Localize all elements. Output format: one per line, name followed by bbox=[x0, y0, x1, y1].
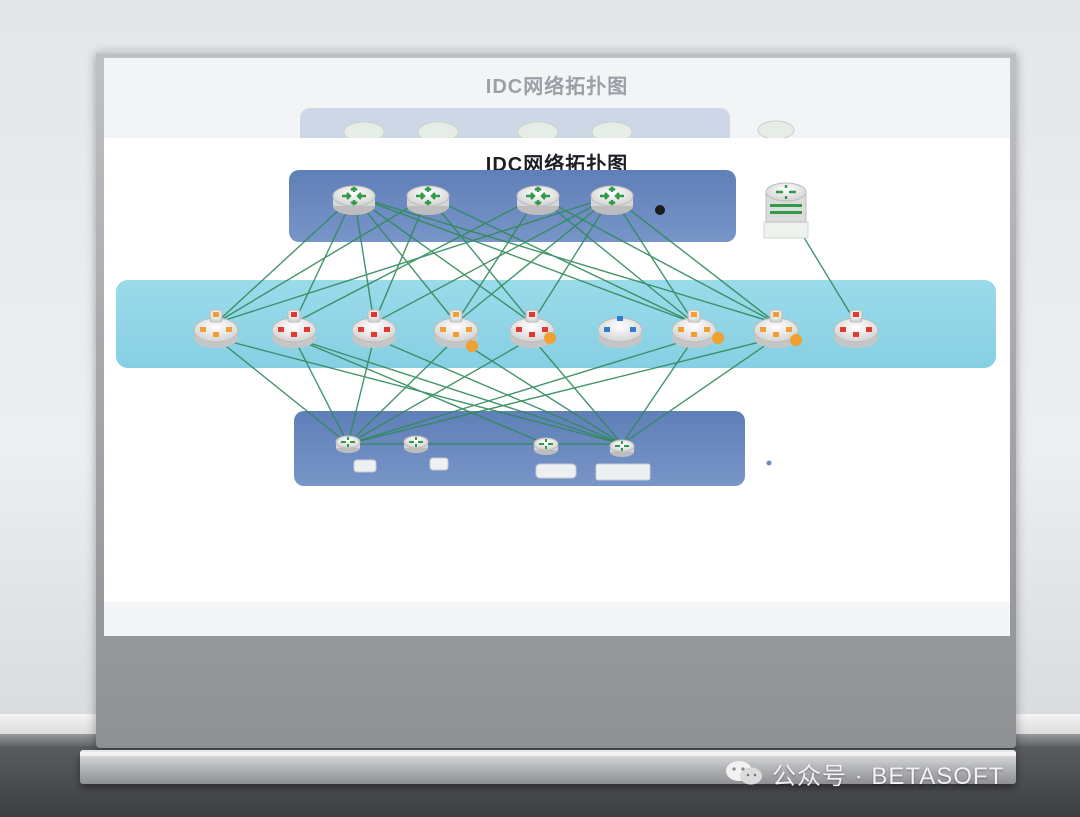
stacked-router-icon bbox=[763, 182, 809, 239]
screen-bottom-strip bbox=[104, 602, 1010, 636]
access-router-icon bbox=[403, 435, 429, 454]
wechat-icon bbox=[726, 761, 762, 785]
server-icon bbox=[429, 457, 449, 471]
stand-highlight bbox=[80, 752, 1016, 756]
ghost-router-icon bbox=[591, 121, 633, 138]
ghost-router-icon bbox=[517, 121, 559, 138]
core-router-icon bbox=[515, 184, 561, 217]
access-device-icons bbox=[353, 457, 651, 481]
monitor-top-edge bbox=[96, 50, 1016, 56]
server-icon bbox=[353, 459, 377, 473]
monitor-screen: IDC网络拓扑图 IDC网络拓扑图 bbox=[104, 58, 1010, 636]
topology-diagram bbox=[116, 170, 996, 486]
ghost-slide-strip: IDC网络拓扑图 bbox=[104, 58, 1010, 138]
access-router-icon bbox=[533, 437, 559, 456]
server-icon bbox=[595, 463, 651, 481]
ghost-router-icon bbox=[343, 121, 385, 138]
core-router-icon bbox=[405, 184, 451, 217]
access-router-icon bbox=[335, 435, 361, 454]
ghost-router-row bbox=[343, 120, 795, 138]
status-badge-icon bbox=[544, 332, 556, 344]
access-router-icon bbox=[609, 439, 635, 458]
status-badge-icon bbox=[790, 334, 802, 346]
watermark-text: 公众号 · BETASOFT bbox=[772, 762, 1005, 790]
topology-slide: IDC网络拓扑图 bbox=[104, 138, 1010, 602]
core-router-icon bbox=[331, 184, 377, 217]
access-layer-band bbox=[294, 411, 745, 486]
status-badge-icon bbox=[466, 340, 478, 352]
ghost-router-icon bbox=[417, 121, 459, 138]
watermark: 公众号 · BETASOFT bbox=[724, 758, 1005, 790]
status-badge-icon bbox=[712, 332, 724, 344]
ghost-router-icon bbox=[757, 120, 795, 138]
ghost-title: IDC网络拓扑图 bbox=[485, 76, 629, 98]
small-dot-marker bbox=[766, 460, 772, 466]
network-links bbox=[215, 195, 857, 445]
server-icon bbox=[535, 463, 577, 479]
small-dot-marker bbox=[655, 205, 665, 215]
core-router-icon bbox=[589, 184, 635, 217]
